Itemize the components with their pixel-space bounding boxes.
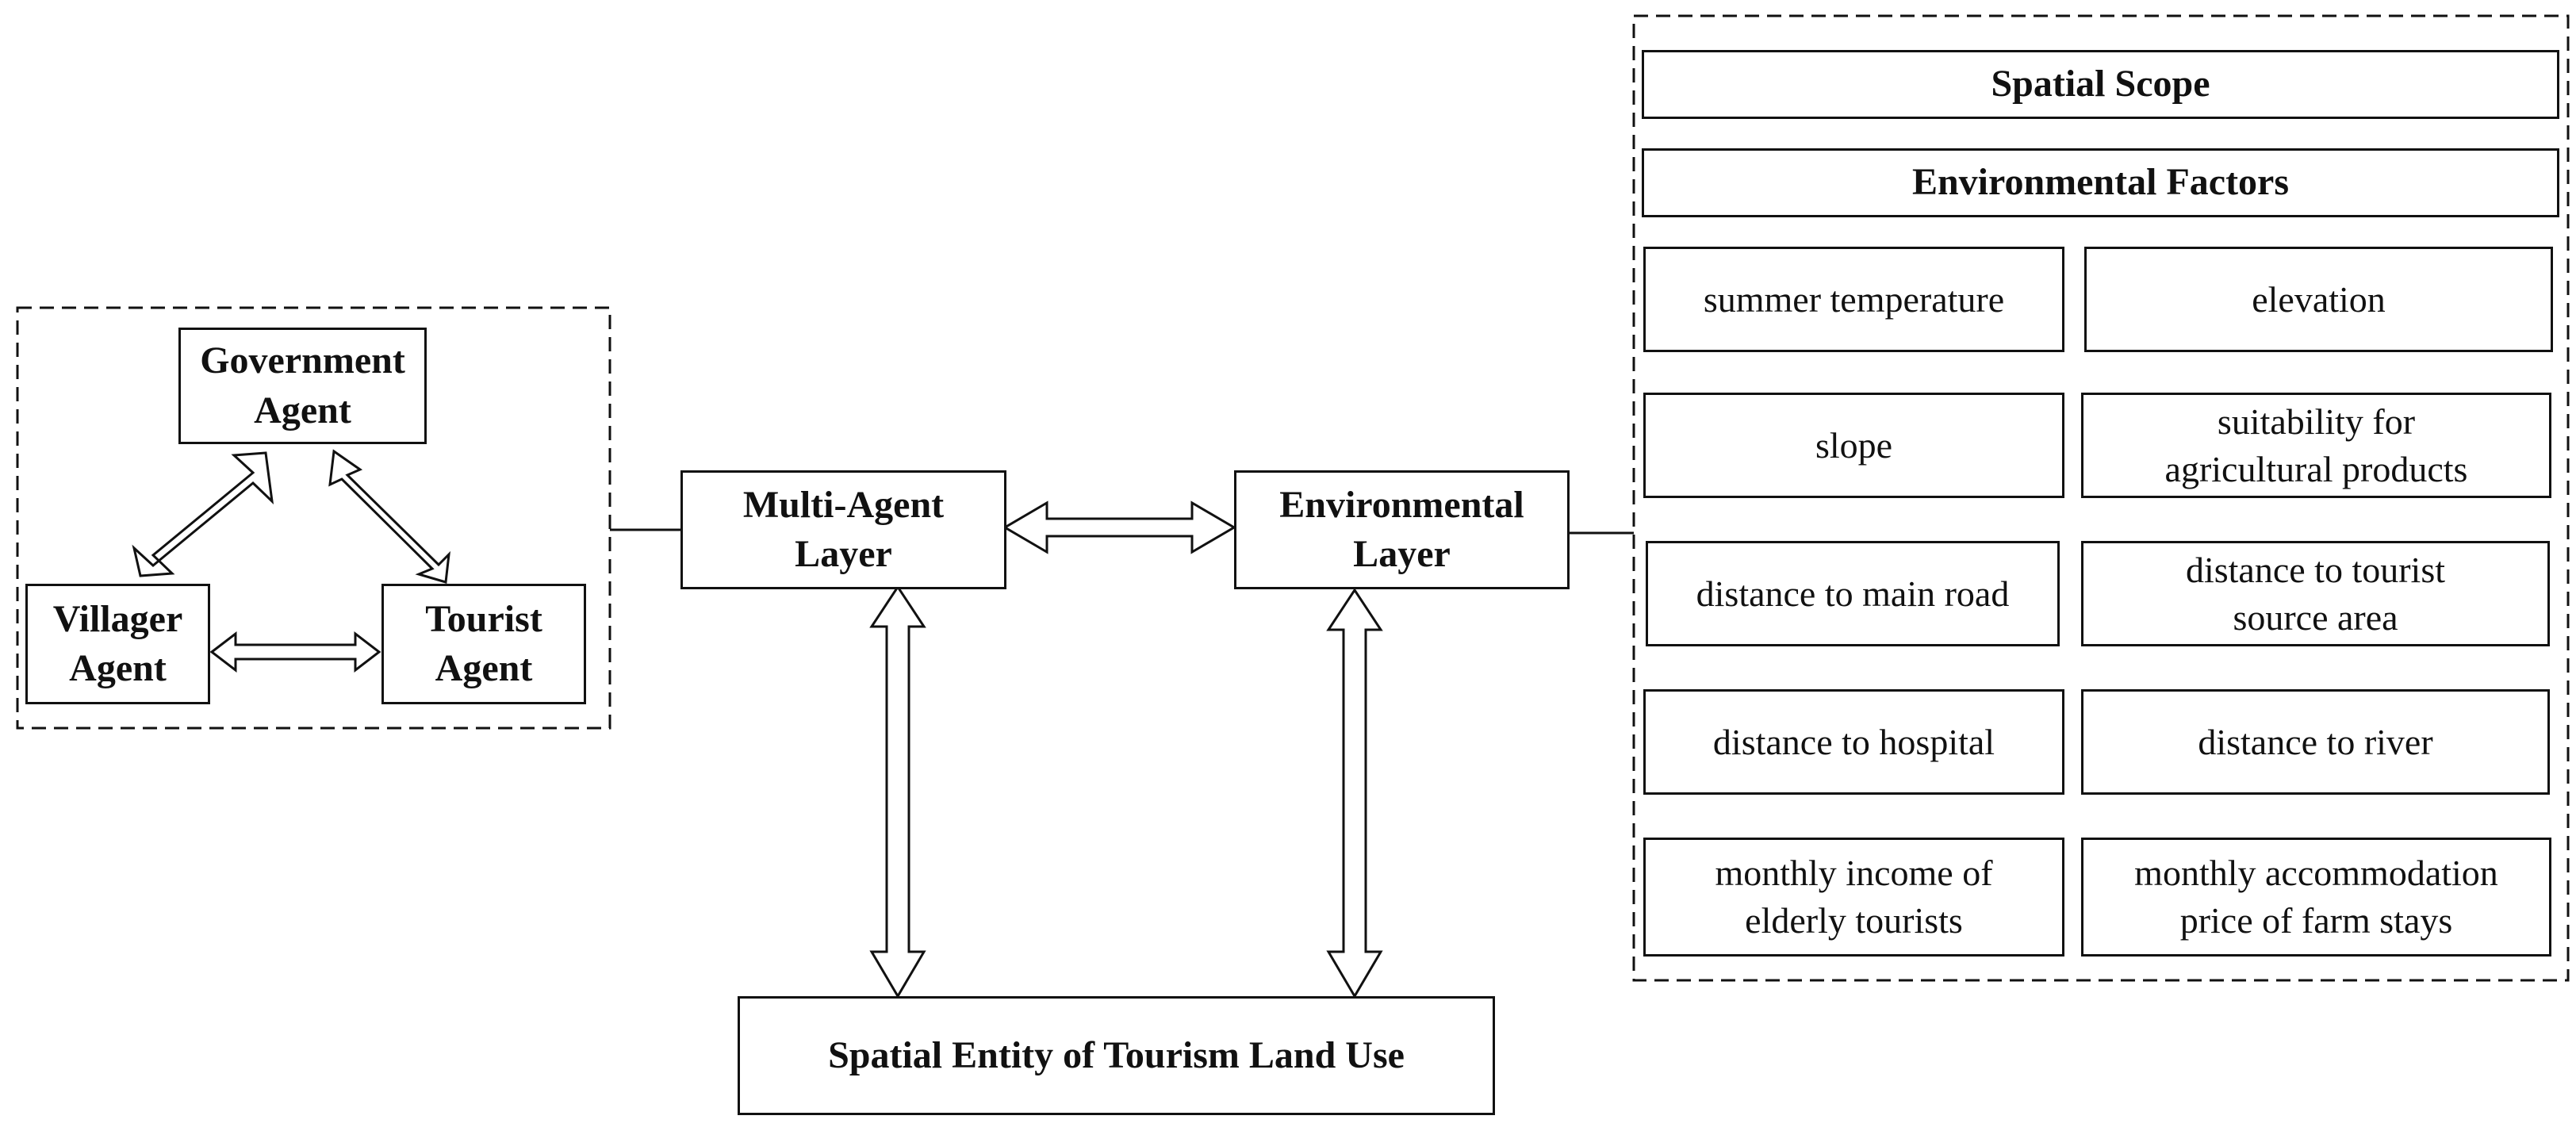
factor-slope: slope [1643, 393, 2064, 498]
environmental-layer-box: Environmental Layer [1234, 470, 1570, 589]
arrow-government-villager [132, 451, 274, 577]
agent-group-frame [16, 306, 611, 730]
factor-summer-temperature: summer temperature [1643, 247, 2064, 352]
arrow-environmental-spatial-entity [1326, 588, 1383, 999]
multi-agent-layer-box: Multi-Agent Layer [680, 470, 1006, 589]
government-agent-box: Government Agent [178, 328, 427, 444]
factor-distance-tourist-source: distance to tourist source area [2081, 541, 2550, 646]
spatial-scope-box: Spatial Scope [1642, 50, 2559, 119]
spatial-entity-box: Spatial Entity of Tourism Land Use [738, 996, 1495, 1115]
factor-elevation: elevation [2084, 247, 2553, 352]
arrow-multiagent-environmental [1002, 500, 1236, 554]
arrow-government-tourist [328, 449, 450, 584]
factor-distance-hospital: distance to hospital [1643, 689, 2064, 795]
environmental-factors-box: Environmental Factors [1642, 148, 2559, 217]
environment-panel-frame [1632, 14, 2570, 982]
factor-distance-main-road: distance to main road [1646, 541, 2060, 646]
factor-farm-stay-price: monthly accommodation price of farm stay… [2081, 838, 2551, 957]
factor-distance-river: distance to river [2081, 689, 2550, 795]
tourist-agent-box: Tourist Agent [381, 584, 586, 704]
villager-agent-box: Villager Agent [25, 584, 210, 704]
factor-agricultural-suitability: suitability for agricultural products [2081, 393, 2551, 498]
factor-elderly-income: monthly income of elderly tourists [1643, 838, 2064, 957]
arrow-villager-tourist [209, 631, 381, 673]
arrow-multiagent-spatial-entity [869, 585, 926, 999]
